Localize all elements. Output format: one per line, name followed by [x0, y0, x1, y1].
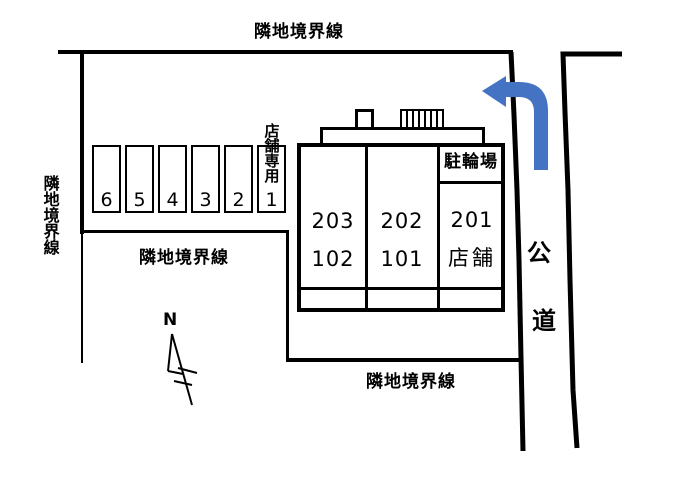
building-divider-1: [365, 143, 368, 312]
boundary-label-left: 隣地境界線: [40, 175, 60, 255]
parking-space-number: 3: [199, 189, 212, 211]
unit-store: 店舗: [448, 246, 496, 270]
parking-space-4: 4: [158, 145, 187, 213]
road-label-char1: 公: [527, 239, 552, 267]
unit-203: 203: [311, 209, 355, 233]
store-space-label: 店舗専用: [262, 123, 281, 183]
road-right-line: [560, 51, 622, 449]
north-arrow-icon: [167, 333, 198, 406]
unit-202: 202: [380, 209, 424, 233]
boundary-line-left: [80, 50, 84, 234]
compass-north-label: N: [163, 310, 179, 330]
boundary-line-middle: [82, 230, 289, 233]
unit-101: 101: [380, 247, 424, 271]
bicycle-area-label: 駐輪場: [444, 152, 498, 172]
boundary-label-middle: 隣地境界線: [139, 248, 229, 268]
road-label-char2: 道: [532, 307, 557, 335]
store-space-number: 1: [265, 189, 278, 211]
building-divider-2: [437, 143, 440, 312]
boundary-line-middle-vertical: [286, 230, 289, 361]
parking-space-number: 2: [232, 189, 245, 211]
parking-space-number: 5: [133, 189, 146, 211]
building-porch-line: [297, 287, 505, 290]
parking-space-5: 5: [125, 145, 154, 213]
boundary-line-bottom: [286, 358, 522, 362]
entrance-arrow-icon: [482, 76, 548, 170]
parking-space-2: 2: [224, 145, 253, 213]
boundary-label-bottom: 隣地境界線: [366, 372, 456, 392]
roof-projection: [355, 109, 374, 130]
parking-space-3: 3: [191, 145, 220, 213]
boundary-label-top: 隣地境界線: [254, 22, 344, 42]
parking-space-number: 4: [166, 189, 179, 211]
building-outline: [297, 143, 505, 312]
parking-space-store: 店舗専用 1: [257, 123, 286, 213]
unit-201: 201: [450, 208, 494, 232]
parking-space-6: 6: [92, 145, 121, 213]
boundary-line-left-thin: [81, 234, 83, 363]
unit-102: 102: [311, 247, 355, 271]
entrance-canopy: [320, 127, 485, 146]
parking-space-number: 6: [100, 189, 113, 211]
boundary-line-top: [58, 50, 513, 54]
road-left-line: [508, 51, 526, 452]
bicycle-area-line: [439, 181, 503, 184]
